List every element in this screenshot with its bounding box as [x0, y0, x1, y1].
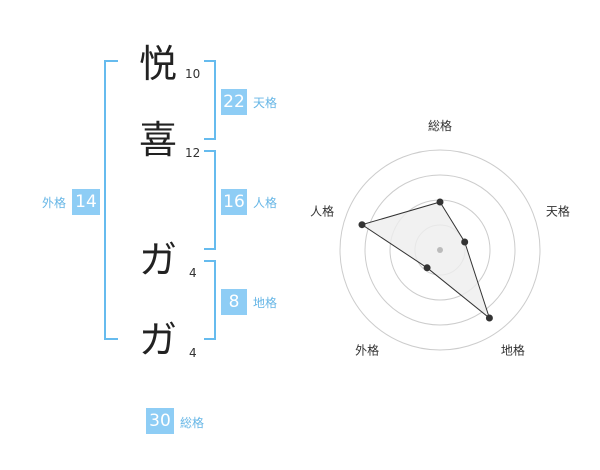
chikaku-value: 8 [221, 289, 247, 315]
stroke-count-4: 4 [189, 346, 197, 360]
radar-axis-label: 総格 [428, 118, 452, 133]
soukaku-value: 30 [146, 408, 174, 434]
name-char-2: 喜 [138, 118, 177, 162]
jinkaku-value: 16 [221, 189, 247, 215]
name-char-4: ガ [138, 318, 177, 362]
radar-axis-label: 天格 [546, 204, 570, 219]
gaikaku-label: 外格 [42, 196, 67, 210]
jinkaku-label: 人格 [253, 196, 278, 210]
radar-points [358, 198, 493, 322]
radar-point-2 [461, 238, 469, 246]
radar-point-1 [436, 198, 444, 206]
stroke-count-1: 10 [185, 67, 201, 81]
stroke-count-3: 4 [189, 266, 197, 280]
radar-axis-label: 地格 [501, 342, 525, 357]
radar-axis-label: 外格 [355, 342, 379, 357]
tenkaku-value: 22 [221, 89, 247, 115]
tenkaku-bracket [204, 60, 216, 140]
chikaku-label: 地格 [253, 296, 278, 310]
radar-point-5 [358, 221, 366, 229]
radar-ring [364, 174, 516, 326]
radar-data-polygon [360, 201, 491, 320]
chikaku-bracket [204, 260, 216, 340]
radar-point-4 [423, 264, 431, 272]
gaikaku-bracket [104, 60, 118, 340]
gaikaku-value: 14 [72, 189, 100, 215]
radar-center-dot [437, 247, 443, 253]
name-char-1: 悦 [138, 42, 177, 86]
stroke-count-2: 12 [185, 146, 201, 160]
soukaku-label: 総格 [180, 416, 205, 430]
radar-ring [339, 149, 541, 351]
name-char-3: ガ [138, 238, 177, 282]
jinkaku-bracket [204, 150, 216, 250]
radar-point-3 [485, 314, 493, 322]
radar-axis-label: 人格 [310, 204, 334, 219]
tenkaku-label: 天格 [253, 96, 278, 110]
